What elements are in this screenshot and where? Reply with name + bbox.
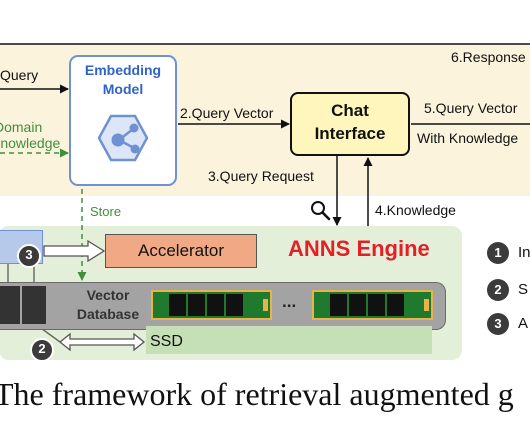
store-label: Store <box>90 204 122 219</box>
ssd-chip-1-connector <box>263 299 268 311</box>
query-label: Query <box>0 67 39 83</box>
knowledge-label: 4.Knowledge <box>375 202 456 218</box>
embedding-model-label-line2: Model <box>102 81 144 97</box>
legend-text-3: A <box>518 315 529 332</box>
step-badge-3-number: 3 <box>25 247 33 262</box>
legend-number-2: 2 <box>494 282 502 297</box>
ssd-chip-1-cell <box>169 294 186 316</box>
accelerator-label: Accelerator <box>138 241 224 260</box>
to-accelerator-arrow <box>43 239 106 263</box>
ssd-chip-2-cell <box>368 294 385 316</box>
search-icon <box>311 201 331 221</box>
legend-number-1: 1 <box>494 245 502 260</box>
ssd-chip-1-cell <box>207 294 224 316</box>
figure-caption: The framework of retrieval augmented g <box>0 376 514 412</box>
legend-badge-1 <box>487 242 509 264</box>
memory-block-2 <box>22 286 46 324</box>
ssd-region <box>146 326 432 354</box>
domain-knowledge-label-line2: Knowledge <box>0 135 61 151</box>
ssd-ellipsis: ... <box>282 292 297 311</box>
query-vector-with-knowledge-label-line1: 5.Query Vector <box>424 100 518 116</box>
vector-database-label-line2: Database <box>76 306 140 322</box>
accelerator-box <box>105 234 257 268</box>
legend-badge-2 <box>487 279 509 301</box>
memory-block-1 <box>0 286 20 324</box>
ssd-chip-2-cell <box>330 294 347 316</box>
ssd-chip-1-cell <box>226 294 243 316</box>
embedding-network-icon <box>97 114 149 162</box>
step-badge-2 <box>30 338 54 362</box>
ssd-chip-2-connector <box>424 299 429 311</box>
step-badge-2-number: 2 <box>38 341 46 356</box>
legend-number-3: 3 <box>494 316 502 331</box>
legend-text-1: In <box>518 244 530 261</box>
query-vector-label: 2.Query Vector <box>180 105 274 121</box>
ssd-label: SSD <box>150 333 183 350</box>
legend-badge-3 <box>487 313 509 335</box>
query-request-label: 3.Query Request <box>208 168 314 184</box>
vector-database-label-line1: Vector <box>86 287 130 303</box>
query-vector-with-knowledge-label-line2: With Knowledge <box>417 130 519 146</box>
chat-interface-box <box>290 92 410 156</box>
response-label: 6.Response <box>451 49 526 65</box>
anns-engine-title: ANNS Engine <box>288 236 430 261</box>
ssd-transfer-arrow <box>58 332 146 352</box>
legend-text-2: S <box>518 281 529 298</box>
ssd-chip-1-cell <box>188 294 205 316</box>
chat-interface-label-line2: Interface <box>314 124 386 143</box>
chat-interface-label-line1: Chat <box>331 101 369 120</box>
embedding-model-label-line1: Embedding <box>84 62 162 78</box>
step-badge-3 <box>17 244 41 268</box>
ssd-chip-2-cell <box>349 294 366 316</box>
domain-knowledge-label-line1: Domain <box>0 119 43 135</box>
ssd-chip-2-cell <box>387 294 404 316</box>
